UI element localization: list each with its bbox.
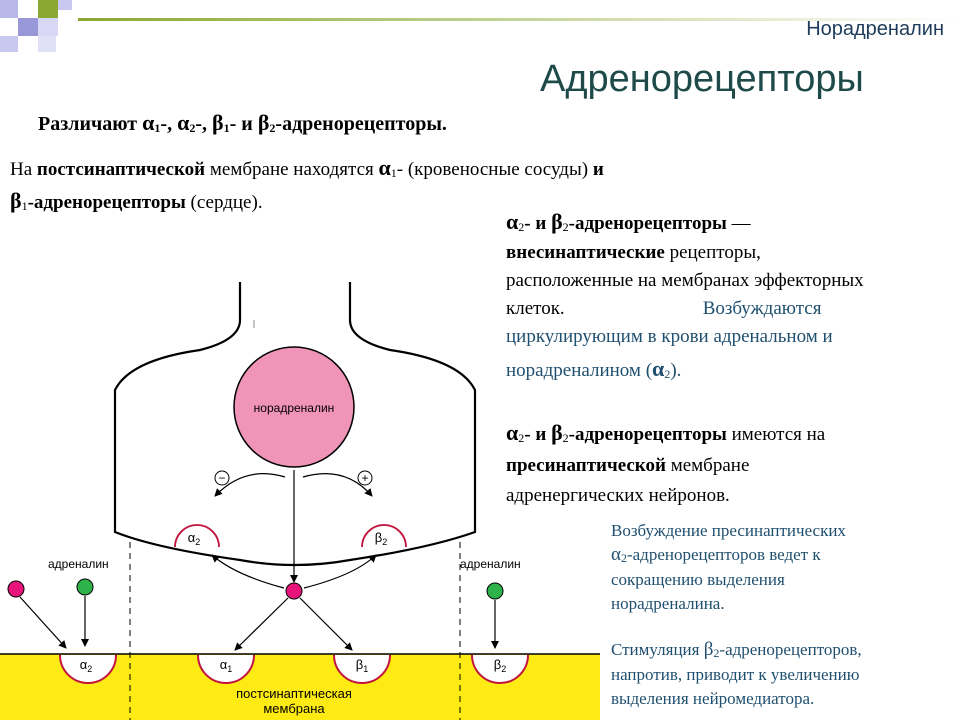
note-presynaptic-beta2: Стимуляция β2-адренорецепторов, напротив… [611, 639, 862, 708]
released-noradrenaline-dot [285, 582, 303, 600]
postsynaptic-receptor-alpha2 [59, 654, 117, 684]
presynaptic-receptor-alpha2 [174, 524, 220, 548]
noradrenaline-vesicle [233, 346, 355, 468]
vesicle-label: норадреналин [254, 401, 335, 415]
topic-label: Норадреналин [806, 18, 944, 40]
adrenalin-label-right: адреналин [460, 557, 521, 571]
postsynaptic-receptor-beta1 [333, 654, 391, 684]
post-beta2-label: β2 [494, 657, 507, 674]
left-magenta-dot [7, 580, 25, 598]
presynaptic-receptor-beta2 [361, 524, 407, 548]
page-title: Адренорецепторы [540, 58, 864, 100]
membrane-label-line1: постсинаптическая [236, 686, 352, 701]
intro-line: Различают α1-, α2-, β1- и β2-адренорецеп… [38, 110, 447, 135]
adrenalin-label-left: адреналин [48, 557, 109, 571]
left-green-dot [76, 578, 94, 596]
arrow-to-pre-beta2 [303, 554, 377, 589]
membrane-label-line2: мембрана [263, 701, 325, 716]
feedback-arrow-alpha2 [214, 473, 286, 497]
feedback-arrow-beta2 [302, 473, 373, 497]
arrow-to-beta1 [299, 597, 353, 651]
extrasynaptic-paragraph: α2- и β2-адренорецепторы — внесинаптичес… [506, 209, 864, 381]
note-presynaptic-alpha2: Возбуждение пресинаптических α2-адреноре… [611, 521, 846, 613]
pre-beta2-label: β2 [375, 530, 388, 547]
minus-sign: − [218, 471, 225, 485]
right-green-dot [486, 582, 504, 600]
post-alpha2-label: α2 [80, 657, 93, 674]
plus-sign-circle [357, 470, 373, 486]
left-magenta-arrow [19, 596, 67, 649]
arrow-to-pre-alpha2 [211, 554, 285, 589]
post-alpha1-label: α1 [220, 657, 233, 674]
presynaptic-paragraph: α2- и β2-адренорецепторы имеются на прес… [506, 420, 826, 506]
arrow-to-alpha1 [234, 597, 289, 651]
top-gradient-bar [78, 18, 960, 21]
synapse-diagram: норадреналин α2 β2 − + адреналин адренал… [0, 282, 600, 720]
postsynaptic-receptor-alpha1 [197, 654, 255, 684]
postsynaptic-receptor-beta2 [471, 654, 529, 684]
pre-alpha2-label: α2 [188, 530, 201, 547]
postsynaptic-paragraph: На постсинаптической мембране находятся … [10, 155, 604, 213]
minus-sign-circle [214, 470, 230, 486]
plus-sign: + [361, 471, 368, 485]
post-beta1-label: β1 [356, 657, 369, 674]
